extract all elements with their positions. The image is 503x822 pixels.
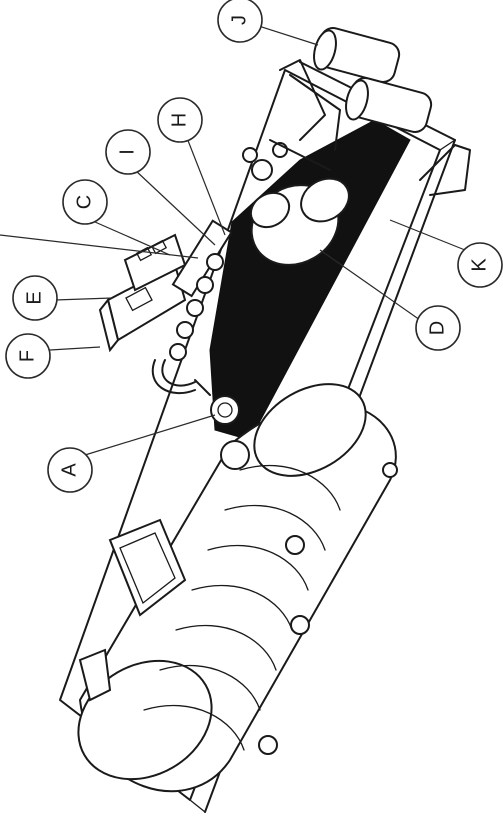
callout-h: H <box>157 97 203 143</box>
callout-i: I <box>105 129 151 175</box>
cylinders-j <box>279 27 433 151</box>
callout-j: J <box>217 0 263 43</box>
callout-i-label: I <box>116 149 138 155</box>
callout-d-label: D <box>426 321 448 335</box>
callout-h-label: H <box>168 113 190 127</box>
callout-a-label: A <box>58 463 80 477</box>
callout-k: K <box>457 242 503 288</box>
callout-f: F <box>5 333 51 379</box>
callout-c-label: C <box>73 195 95 209</box>
callout-j-label: J <box>228 15 250 25</box>
callout-k-label: K <box>468 258 490 272</box>
tank <box>77 383 398 793</box>
control-panel <box>98 233 187 353</box>
callout-d: D <box>415 305 461 351</box>
callout-f-label: F <box>16 350 38 362</box>
callout-c: C <box>62 179 108 225</box>
valve-a <box>194 379 240 425</box>
callout-e-label: E <box>23 291 45 304</box>
callout-a: A <box>47 447 93 493</box>
valve-manifold <box>151 219 233 395</box>
callout-e: E <box>12 275 58 321</box>
pump <box>242 139 350 266</box>
